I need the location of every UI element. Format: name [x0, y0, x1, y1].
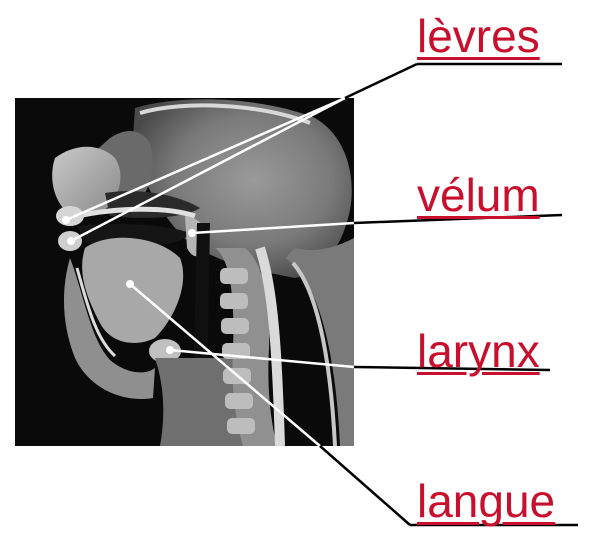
label-levres: lèvres — [417, 13, 540, 59]
langue-leader — [320, 446, 410, 525]
levres-leader — [345, 64, 417, 98]
label-velum: vélum — [417, 172, 540, 218]
label-larynx: larynx — [417, 328, 540, 374]
sagittal-mri-image — [15, 98, 354, 446]
label-langue: langue — [417, 478, 555, 524]
